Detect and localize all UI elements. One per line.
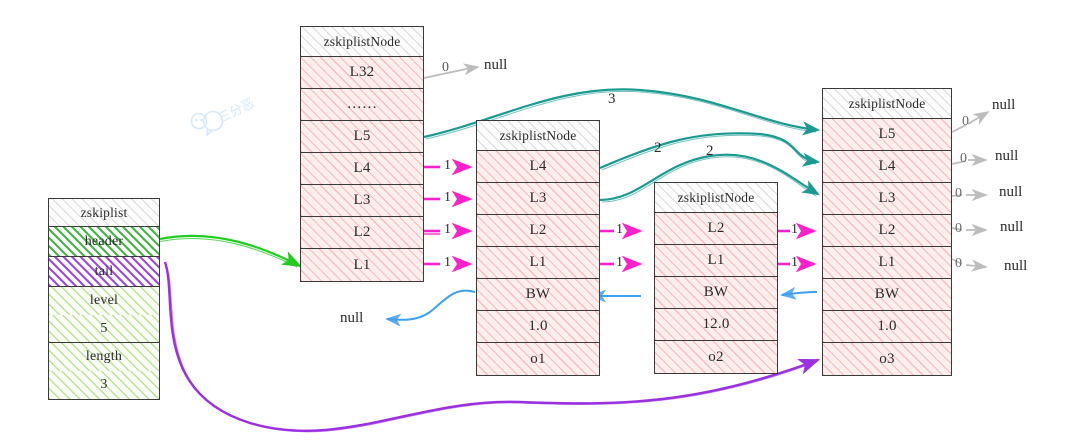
node-o3: zskiplistNode L5 L4 L3 L2 L1 BW 1.0 o3 (822, 88, 952, 376)
zskiplist-struct: zskiplist header tail level 5 length 3 (48, 198, 160, 400)
null-label-o3-l1: null (1004, 258, 1028, 274)
span-label-l32: 0 (442, 60, 449, 75)
zskiplist-field-level-label: level (49, 287, 159, 315)
node-o2-level-l2: L2 (655, 213, 777, 245)
node-header-level-l32: L32 (301, 57, 423, 89)
edges-span-node2-node3 (778, 222, 817, 273)
edge-l32-null (423, 63, 480, 79)
node-o1-level-l2: L2 (477, 215, 599, 247)
null-label-o3-l2: null (1000, 219, 1024, 235)
span-label-teal-3: 3 (608, 91, 616, 107)
node-title: zskiplistNode (655, 183, 777, 213)
span-label-o3-l3: 0 (955, 186, 962, 201)
span-label-n1-n2-l2: 1 (616, 222, 623, 237)
span-label-h-n1-l1: 1 (444, 255, 451, 270)
node-header-level-ellipsis: …… (301, 89, 423, 121)
span-label-h-n1-l2: 1 (444, 222, 451, 237)
node-title: zskiplistNode (823, 89, 951, 119)
node-o1-level-l4: L4 (477, 151, 599, 183)
edge-tail-pointer (163, 261, 821, 433)
watermark-bubbles-icon (190, 110, 224, 137)
span-label-teal-2a: 2 (654, 140, 662, 156)
node-o1-backward: BW (477, 279, 599, 311)
node-o3-backward: BW (823, 279, 951, 311)
node-o1-obj: o1 (477, 343, 599, 375)
node-o2-obj: o2 (655, 341, 777, 373)
node-o3-score: 1.0 (823, 311, 951, 343)
span-label-o3-l5: 0 (962, 114, 969, 129)
span-label-n2-n3-l1: 1 (791, 255, 798, 270)
null-label-o3-l4: null (995, 148, 1019, 164)
span-label-h-n1-l3: 1 (444, 190, 451, 205)
node-o3-level-l2: L2 (823, 215, 951, 247)
span-label-n1-n2-l1: 1 (616, 255, 623, 270)
edges-span-node1-node2 (600, 222, 643, 273)
node-o2: zskiplistNode L2 L1 BW 12.0 o2 (654, 182, 778, 374)
node-o1-level-l3: L3 (477, 183, 599, 215)
span-label-o3-l4: 0 (960, 151, 967, 166)
node-header-level-l1: L1 (301, 249, 423, 281)
node-title: zskiplistNode (301, 27, 423, 57)
node-o2-score: 12.0 (655, 309, 777, 341)
null-label-o3-l3: null (999, 184, 1023, 200)
span-label-n2-n3-l2: 1 (791, 222, 798, 237)
node-o3-level-l4: L4 (823, 151, 951, 183)
span-label-o3-l1: 0 (955, 256, 962, 271)
node-header: zskiplistNode L32 …… L5 L4 L3 L2 L1 (300, 26, 424, 282)
watermark: 三分恶 (186, 96, 286, 142)
zskiplist-field-header: header (49, 227, 159, 257)
edge-header-pointer (159, 234, 302, 268)
edge-l4-o1-to-node4 (599, 132, 821, 171)
node-o3-level-l5: L5 (823, 119, 951, 151)
edges-node4-null (951, 111, 990, 272)
node-o2-backward: BW (655, 277, 777, 309)
null-label-l32: null (484, 57, 508, 73)
node-o3-level-l1: L1 (823, 247, 951, 279)
node-title: zskiplistNode (477, 121, 599, 151)
zskiplist-field-length-label: length (49, 343, 159, 371)
node-header-level-l2: L2 (301, 217, 423, 249)
edge-l3-o1-to-node4 (599, 153, 820, 203)
node-o1-level-l1: L1 (477, 247, 599, 279)
node-o2-level-l1: L1 (655, 245, 777, 277)
edges-span-header-node1 (424, 158, 473, 273)
span-label-o3-l2: 0 (955, 221, 962, 236)
zskiplist-field-level-value: 5 (49, 315, 159, 343)
node-header-level-l4: L4 (301, 153, 423, 185)
zskiplist-field-tail: tail (49, 257, 159, 287)
span-label-teal-2b: 2 (706, 143, 714, 159)
node-o3-level-l3: L3 (823, 183, 951, 215)
null-label-o3-l5: null (992, 97, 1016, 113)
node-header-level-l3: L3 (301, 185, 423, 217)
zskiplist-title: zskiplist (49, 199, 159, 227)
node-o1-score: 1.0 (477, 311, 599, 343)
zskiplist-field-length-value: 3 (49, 371, 159, 399)
node-header-level-l5: L5 (301, 121, 423, 153)
null-label-backward: null (340, 310, 364, 326)
node-o3-obj: o3 (823, 343, 951, 375)
span-label-h-n1-l4: 1 (444, 158, 451, 173)
node-o1: zskiplistNode L4 L3 L2 L1 BW 1.0 o1 (476, 120, 600, 376)
